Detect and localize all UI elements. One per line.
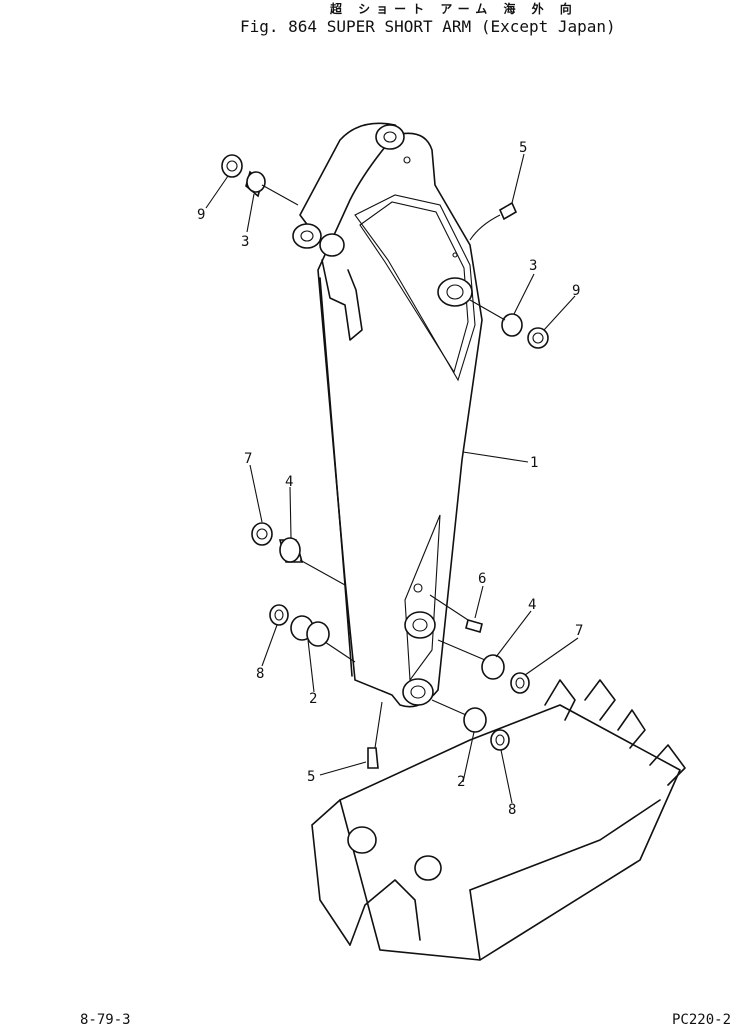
upper-right-bushing-3: [501, 313, 523, 337]
callout-9-right: 9: [572, 283, 580, 299]
callout-8-right: 8: [508, 802, 516, 818]
arm-body: [292, 122, 483, 708]
right-bushing-4: [481, 654, 505, 680]
callout-8-left: 8: [256, 666, 264, 682]
callout-3-left: 3: [241, 234, 249, 250]
left-seal-7: [251, 522, 273, 546]
left-pin-bushing-2: [290, 615, 330, 647]
right-seal-7: [510, 672, 530, 694]
leader-lines: [205, 153, 579, 804]
grease-fitting-6: [429, 594, 483, 633]
callout-7-right: 7: [575, 623, 583, 639]
callout-7-left: 7: [244, 451, 252, 467]
callout-3-right: 3: [529, 258, 537, 274]
callout-9-left: 9: [197, 207, 205, 223]
figure-title: Fig. 864 SUPER SHORT ARM (Except Japan): [240, 17, 616, 36]
grease-fitting-5-bottom: [367, 701, 383, 769]
callout-1: 1: [530, 455, 538, 471]
left-bushing-4: [278, 537, 304, 563]
upper-right-seal-9: [527, 327, 549, 349]
callout-labels: 1 2 2 3 3 4 4 5 5 6 7 7 8 8 9 9: [197, 140, 583, 818]
callout-5-bottom: 5: [307, 769, 315, 785]
callout-6: 6: [478, 571, 486, 587]
callout-4-right: 4: [528, 597, 536, 613]
callout-2-left: 2: [309, 691, 317, 707]
callout-5-top: 5: [519, 140, 527, 156]
bucket: [311, 679, 686, 961]
right-seal-8: [490, 729, 510, 751]
left-seal-8: [269, 604, 289, 626]
upper-left-seal-9: [221, 154, 243, 178]
right-pin-bushing-2: [463, 707, 487, 733]
footer-page-code: 8-79-3: [80, 1012, 131, 1028]
grease-fitting-5-top: [469, 201, 518, 241]
japanese-title: 超 ショート アーム 海 外 向: [330, 2, 578, 16]
callout-2-right: 2: [457, 774, 465, 790]
callout-4-left: 4: [285, 474, 293, 490]
upper-left-bushing-3: [245, 170, 266, 198]
footer-model-code: PC220-2: [672, 1012, 732, 1028]
